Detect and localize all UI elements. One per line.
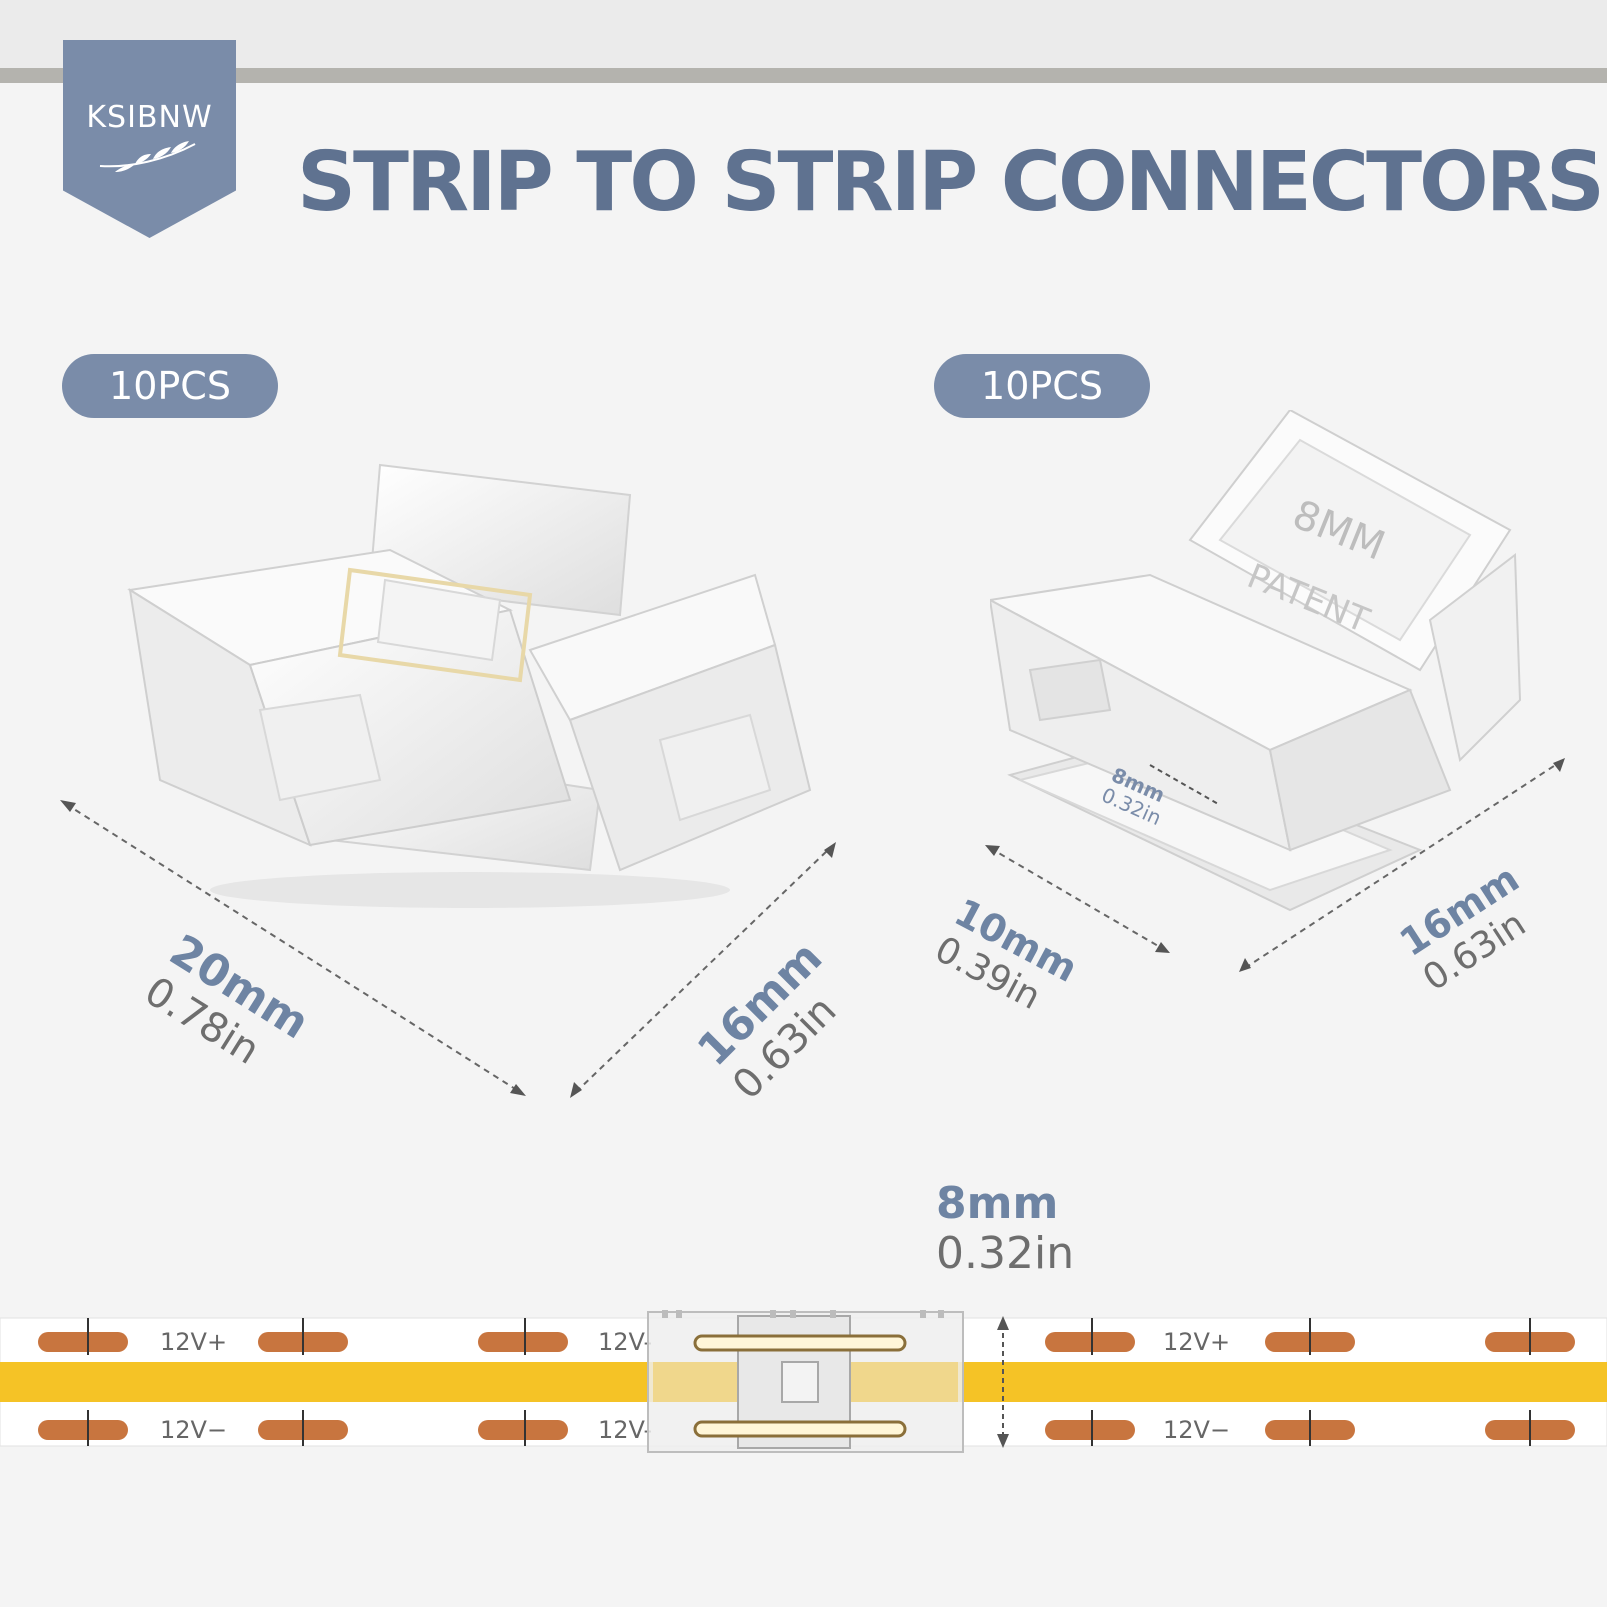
strip-connector (647, 1310, 964, 1453)
strip-label-right-negative: 12V− (1163, 1416, 1230, 1444)
quantity-badge-right: 10PCS (934, 354, 1150, 418)
strip-label-mid-positive: 12V- (598, 1328, 652, 1356)
cut-marks (87, 1318, 1531, 1446)
strip-width-in: 0.32in (936, 1228, 1075, 1279)
top-divider (0, 68, 1607, 83)
brand-logo (63, 40, 236, 238)
leaf-icon (99, 141, 196, 172)
strip-label-left-positive: 12V+ (160, 1328, 227, 1356)
brand-logo-text: KSIBNW (86, 100, 213, 135)
led-strip-diagram: 12V+ 12V− 12V- 12V- 12V+ 12V− (0, 1310, 1607, 1453)
strip-width-mm: 8mm (936, 1178, 1059, 1229)
quantity-badge-left: 10PCS (62, 354, 278, 418)
strip-label-left-negative: 12V− (160, 1416, 227, 1444)
hinged-connector-image: 8MM PATENT 8mm 0.32in (990, 410, 1522, 912)
strip-label-right-positive: 12V+ (1163, 1328, 1230, 1356)
right-dimension-lines (985, 758, 1565, 972)
left-dimension-lines (60, 800, 836, 1098)
page-title: STRIP TO STRIP CONNECTORS (297, 135, 1605, 230)
strip-width-arrow (997, 1316, 1009, 1448)
top-band (0, 0, 1607, 68)
x-connector-image (127, 463, 812, 908)
strip-label-mid-negative: 12V- (598, 1416, 652, 1444)
